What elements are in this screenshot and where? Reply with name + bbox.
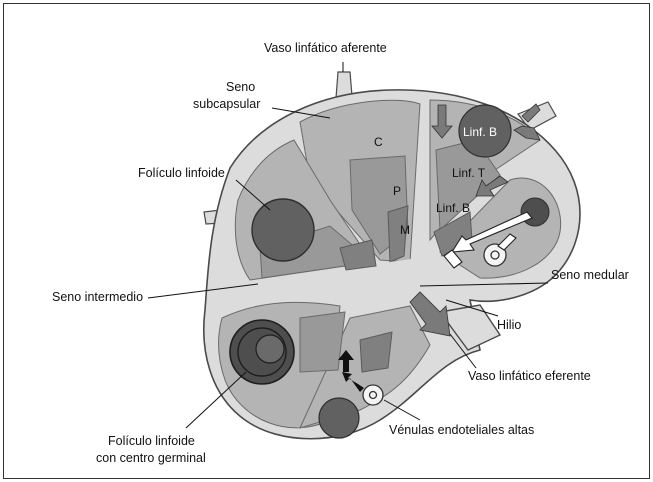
label-hilio: Hilio xyxy=(497,318,521,332)
label-foliculo-germinal-2: con centro germinal xyxy=(96,451,206,465)
germinal-center xyxy=(256,335,284,363)
region-medulla: M xyxy=(400,223,410,237)
label-vaso-eferente: Vaso linfático eferente xyxy=(468,369,591,383)
region-paracortex: P xyxy=(393,184,401,198)
follicle-bottom xyxy=(319,398,359,438)
label-venulas: Vénulas endoteliales altas xyxy=(389,423,534,437)
label-vaso-aferente: Vaso linfático aferente xyxy=(264,41,387,55)
paracortex-bottom xyxy=(300,312,345,372)
label-foliculo: Folículo linfoide xyxy=(138,166,225,180)
label-seno-medular: Seno medular xyxy=(551,268,629,282)
follicle-left xyxy=(252,199,314,261)
follicle-small-right xyxy=(521,198,549,226)
label-seno-subcapsular-2: subcapsular xyxy=(193,97,260,111)
region-linf-b-mid: Linf. B xyxy=(436,201,470,215)
region-linf-t: Linf. T xyxy=(452,166,486,180)
label-seno-subcapsular-1: Seno xyxy=(226,80,255,94)
label-foliculo-germinal-1: Folículo linfoide xyxy=(108,434,195,448)
region-cortex: C xyxy=(374,135,383,149)
region-linf-b-top: Linf. B xyxy=(463,125,497,139)
venule-bottom xyxy=(363,385,383,405)
label-seno-intermedio: Seno intermedio xyxy=(52,290,143,304)
